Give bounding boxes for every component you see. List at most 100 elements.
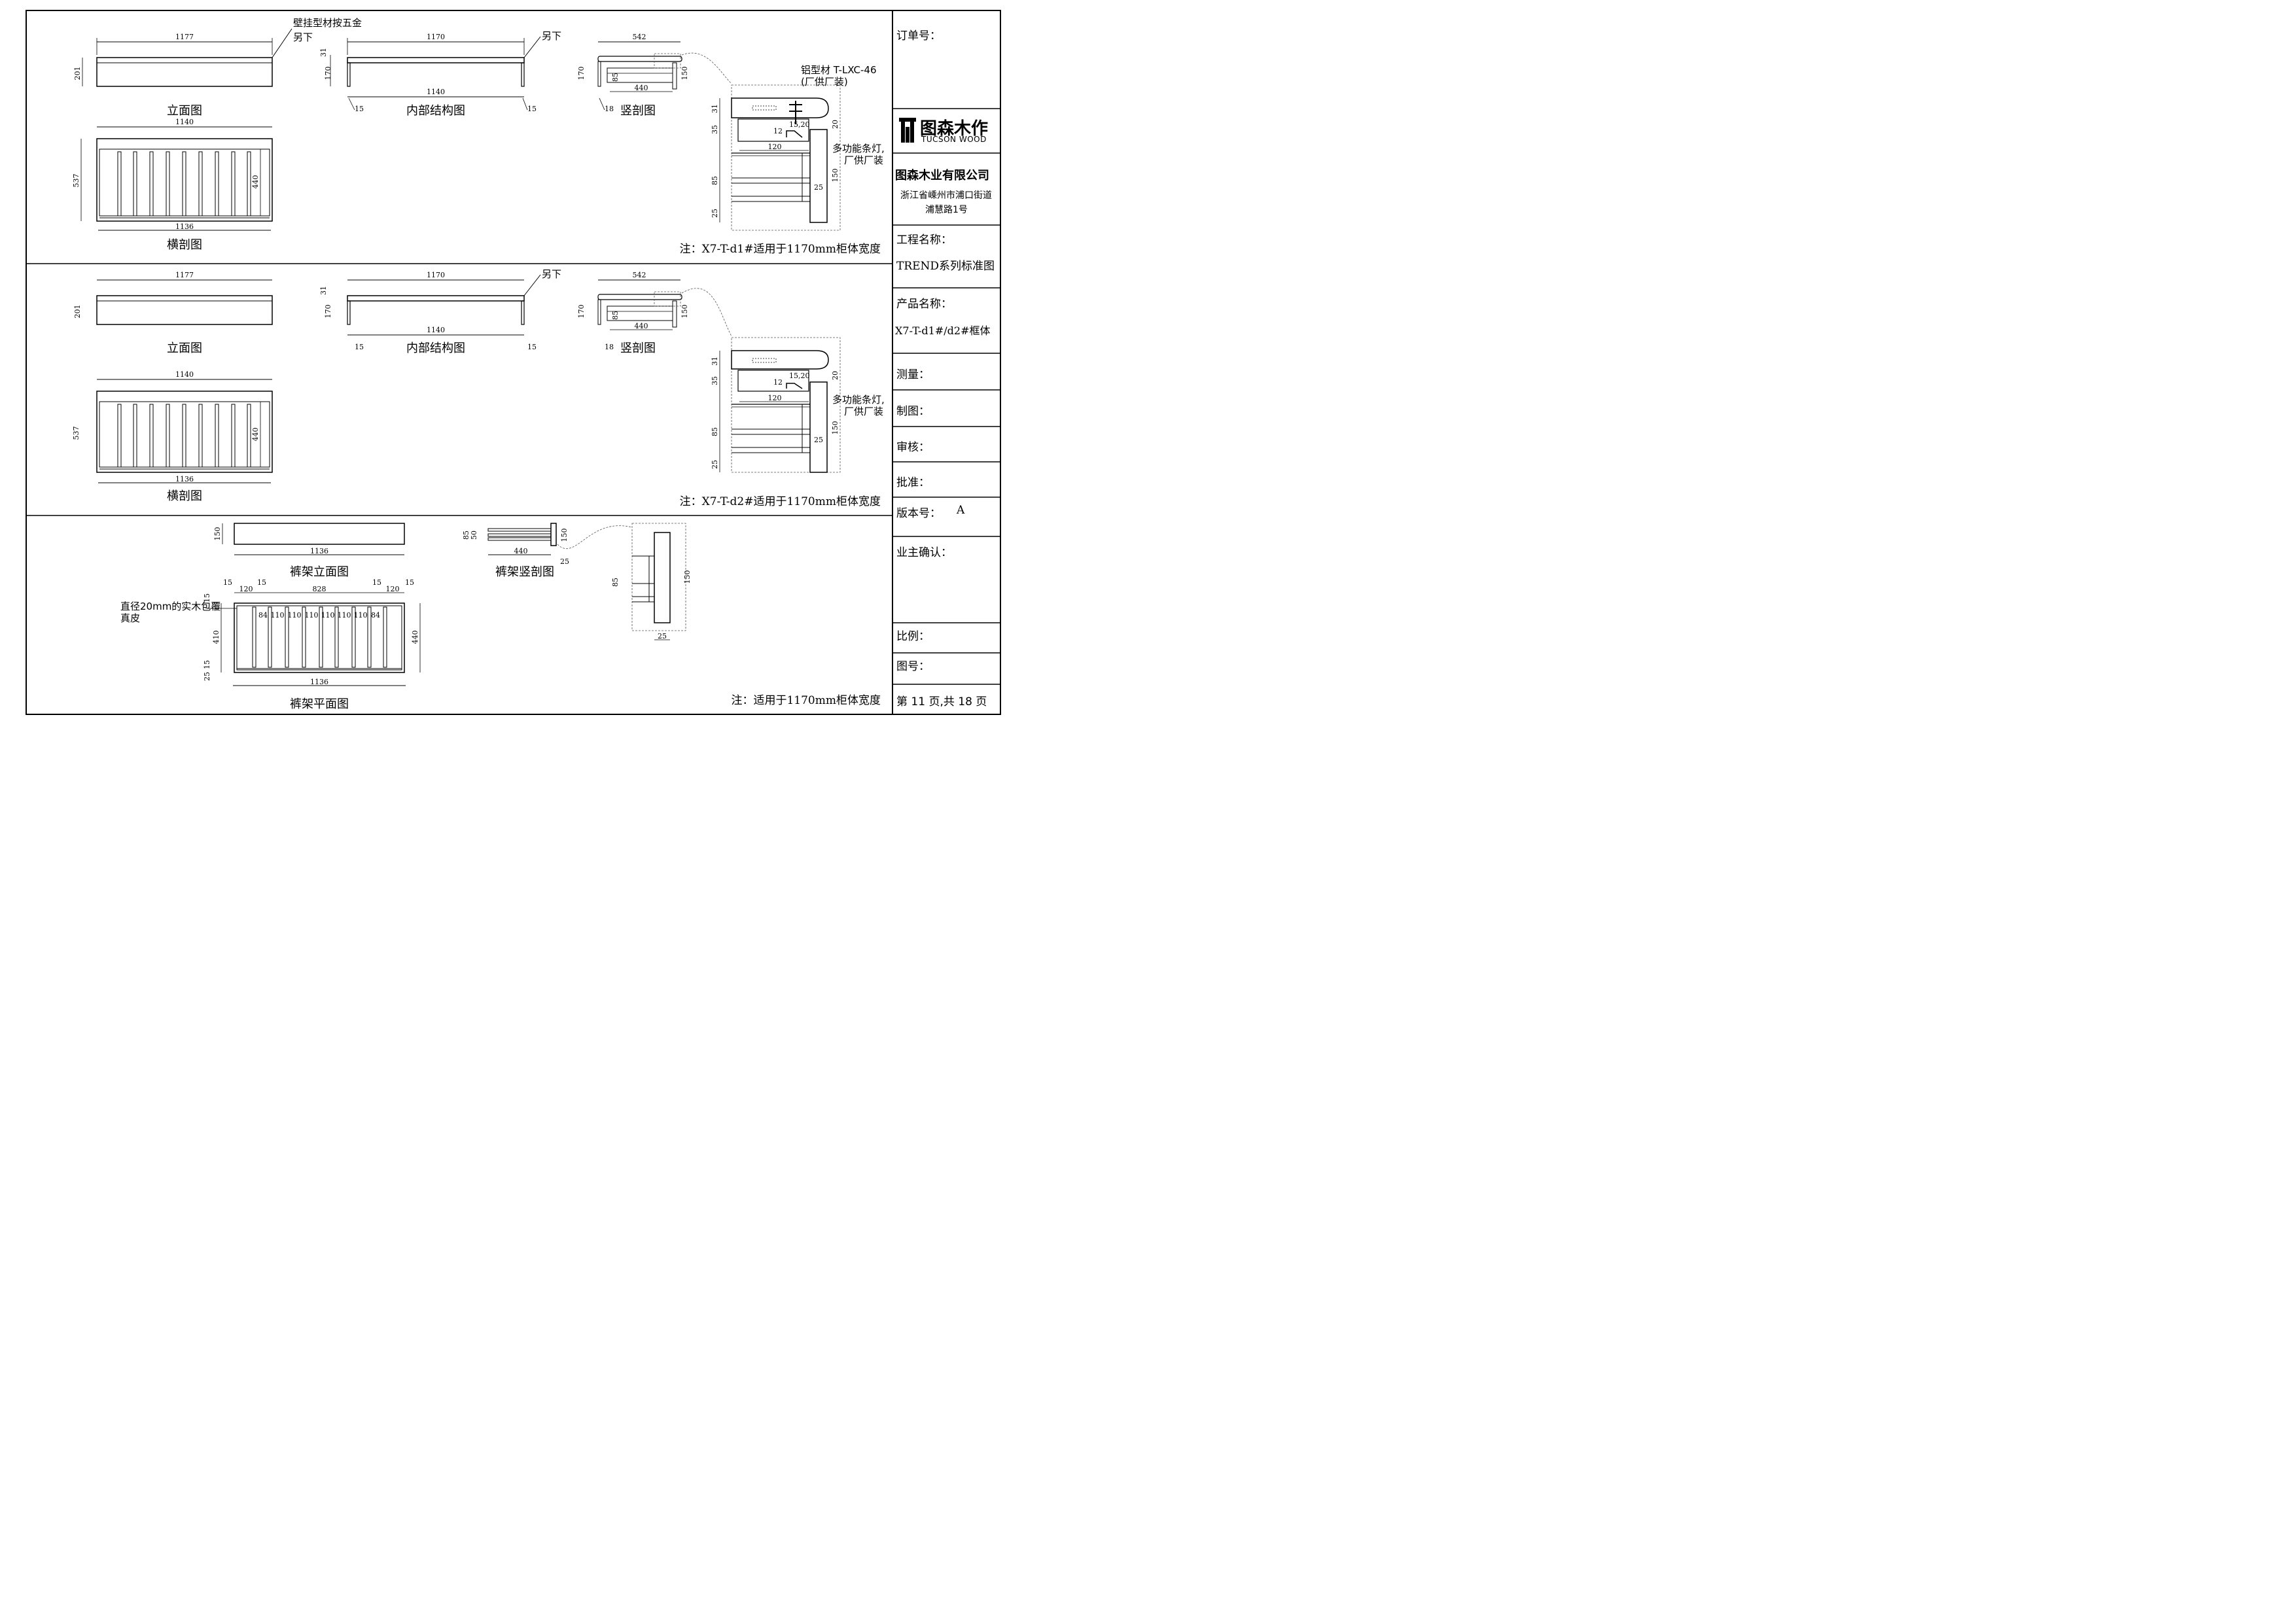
trouser-detail-view: 85 150 25 <box>611 523 692 640</box>
dim-440-section: 440 <box>635 84 648 92</box>
rail <box>252 606 256 668</box>
dim-150-section: 150 <box>680 67 689 80</box>
scale-label: 比例： <box>896 630 930 643</box>
trouser-section-dim-440: 440 <box>514 547 528 555</box>
dim-15-left-d2: 15 <box>355 343 364 351</box>
owner-confirm-label: 业主确认： <box>896 546 952 559</box>
rail <box>166 151 170 217</box>
section-d2: 1177 201 立面图 1170 31 170 1140 15 15 另下 内… <box>72 268 885 508</box>
detail-dim-20-d2: 20 <box>831 371 839 380</box>
dim-1136-cross: 1136 <box>175 222 194 231</box>
plan-dim-110-1: 110 <box>271 611 285 620</box>
dim-170-section: 170 <box>577 67 586 80</box>
rod-note-1: 直径20mm的实木包覆 <box>120 601 221 612</box>
plan-dim-110-2: 110 <box>288 611 302 620</box>
separate-order-label-2: 另下 <box>542 30 561 42</box>
rail <box>166 404 170 468</box>
vertical-section-view-d1: 542 170 85 150 440 18 竖剖图 <box>577 33 732 118</box>
rail <box>133 151 137 217</box>
rail <box>285 606 289 668</box>
detail-view-d2: 31 35 85 25 12 15,20 120 20 150 25 多功能条灯… <box>711 337 885 473</box>
dim-170-d2: 170 <box>324 305 332 319</box>
drawing-sheet: 1177 201 壁挂型材按五金 另下 立面图 1170 31 170 1140 <box>26 10 1001 715</box>
dim-85-section: 85 <box>611 73 620 82</box>
caption-internal-structure-d2: 内部结构图 <box>406 341 465 355</box>
section-trouser-rack: 150 1136 裤架立面图 85 50 150 440 25 裤架竖剖图 <box>120 523 881 711</box>
trouser-section-dim-150: 150 <box>560 529 569 542</box>
caption-cross-section: 横剖图 <box>167 238 202 252</box>
trouser-detail-dim-150: 150 <box>683 570 692 584</box>
rail <box>198 404 203 468</box>
elevation-view-d1: 1177 201 壁挂型材按五金 另下 立面图 <box>73 17 362 118</box>
dim-15-right: 15 <box>527 105 537 113</box>
company-address-1: 浙江省嵊州市浦口街道 <box>900 190 992 201</box>
trouser-section-dim-50: 50 <box>470 531 478 540</box>
dim-31: 31 <box>319 48 328 57</box>
plan-dim-410: 410 <box>212 631 221 644</box>
dim-537-d2: 537 <box>72 427 80 440</box>
plan-dim-110-4: 110 <box>321 611 335 620</box>
detail-dim-35-d2: 35 <box>711 376 719 385</box>
detail-dim-85: 85 <box>711 176 719 185</box>
plan-dim-440: 440 <box>411 631 419 644</box>
aluminum-profile-label: 铝型材 T-LXC-46 <box>801 64 876 76</box>
company-name: 图森木业有限公司 <box>895 169 989 183</box>
detail-dim-12: 12 <box>773 127 783 135</box>
rail <box>231 151 236 217</box>
dim-18: 18 <box>605 105 614 113</box>
plan-dim-120-a: 120 <box>239 585 253 593</box>
caption-vertical-section: 竖剖图 <box>620 104 656 118</box>
vertical-section-view-d2: 542 170 85 150 440 18 竖剖图 <box>577 271 732 355</box>
dim-201-d2: 201 <box>73 305 82 319</box>
dim-85-section-d2: 85 <box>611 311 620 320</box>
plan-dim-15-a: 15 <box>223 578 232 587</box>
rail <box>231 404 236 468</box>
dim-1140-cross-d2: 1140 <box>175 370 194 379</box>
dim-1140-cross: 1140 <box>175 118 194 126</box>
dim-1170: 1170 <box>427 33 445 41</box>
detail-dim-25: 25 <box>711 209 719 218</box>
plan-dim-84-b: 84 <box>371 611 380 620</box>
dim-15-left: 15 <box>355 105 364 113</box>
dim-1177-d2: 1177 <box>175 271 194 279</box>
plan-dim-1136: 1136 <box>310 678 328 686</box>
dim-542: 542 <box>633 33 646 41</box>
drawing-number-label: 图号： <box>896 660 930 673</box>
detail-view-d1: 31 35 85 25 12 15,20 120 20 150 25 铝型材 T… <box>711 64 885 231</box>
plan-dim-15-b: 15 <box>257 578 266 587</box>
dim-18-d2: 18 <box>605 343 614 351</box>
version-label: 版本号： <box>896 507 941 520</box>
detail-dim-15-20: 15,20 <box>789 120 810 129</box>
detail-dim-120: 120 <box>768 143 782 151</box>
caption-vertical-section-d2: 竖剖图 <box>620 341 656 355</box>
title-block <box>892 108 1000 685</box>
rail <box>117 404 122 468</box>
light-strip-label-2: 厂供厂装 <box>844 154 883 166</box>
sheet-border <box>26 10 1001 715</box>
light-strip-label-2-d2: 厂供厂装 <box>844 406 883 417</box>
dim-170: 170 <box>324 67 332 80</box>
rail <box>149 404 154 468</box>
dim-440-section-d2: 440 <box>635 322 648 330</box>
logo-text-en: TUCSON WOOD <box>921 135 987 144</box>
trouser-rails <box>117 151 251 217</box>
dim-201: 201 <box>73 67 82 80</box>
rail <box>215 151 219 217</box>
rail <box>351 606 356 668</box>
separate-order-label-d2: 另下 <box>542 268 561 280</box>
plan-dim-110-5: 110 <box>338 611 351 620</box>
separate-order-label: 另下 <box>293 31 313 43</box>
trouser-dim-150: 150 <box>213 527 222 541</box>
detail-dim-15-20-d2: 15,20 <box>789 372 810 380</box>
approved-by-label: 批准： <box>896 476 930 489</box>
dim-1140: 1140 <box>427 88 445 96</box>
caption-trouser-elevation: 裤架立面图 <box>290 565 349 579</box>
dim-542-d2: 542 <box>633 271 646 279</box>
plan-dim-15-d: 15 <box>405 578 414 587</box>
rail <box>247 151 251 217</box>
plan-dim-84-a: 84 <box>258 611 268 620</box>
light-strip-label-1: 多功能条灯, <box>832 143 885 154</box>
dim-537: 537 <box>72 174 80 188</box>
plan-dim-15-v2: 15 <box>203 660 211 669</box>
dim-1170-d2: 1170 <box>427 271 445 279</box>
